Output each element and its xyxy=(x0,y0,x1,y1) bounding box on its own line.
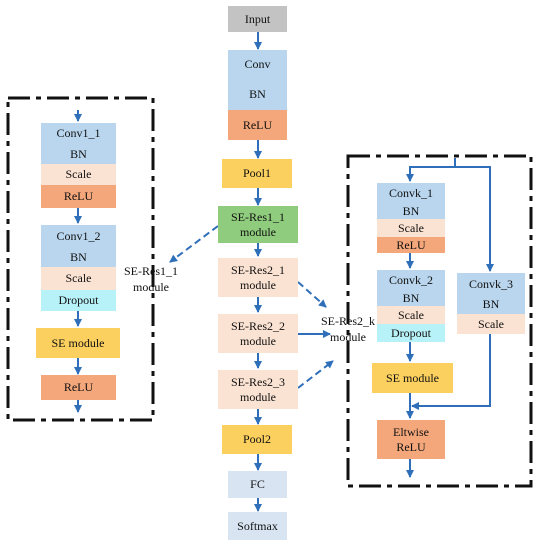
left-relu-out-node: ReLU xyxy=(41,375,116,400)
right-bn3-node: BN xyxy=(457,295,525,314)
softmax-node: Softmax xyxy=(228,512,287,540)
callout-res11-to-left xyxy=(169,225,219,263)
callout-res23-to-right xyxy=(297,360,334,389)
left-caption-line2: module xyxy=(133,280,169,295)
se-res1-1-name: SE-Res1_1 xyxy=(231,210,285,225)
conv-bn-node: BN xyxy=(228,79,287,110)
right-bn1-node: BN xyxy=(377,203,445,219)
left-module-frame xyxy=(6,96,155,422)
right-eltwise-label: Eltwise xyxy=(393,425,429,440)
left-module-caption: SE-Res1_1 module xyxy=(115,263,187,295)
right-scale2-node: Scale xyxy=(377,306,445,324)
right-convk2-node: Convk_2 xyxy=(377,270,445,290)
conv-node: Conv xyxy=(228,50,287,79)
right-caption-line1: SE-Res2_k xyxy=(321,314,375,328)
se-res2-3-node: SE-Res2_3 module xyxy=(218,370,298,409)
left-relu1-node: ReLU xyxy=(41,185,116,208)
right-scale3-node: Scale xyxy=(457,314,525,334)
left-scale1-node: Scale xyxy=(41,164,116,185)
left-conv1-1-node: Conv1_1 xyxy=(41,123,116,144)
se-res2-1-node: SE-Res2_1 module xyxy=(218,258,298,297)
right-module-caption: SE-Res2_k module xyxy=(307,313,389,345)
right-dropout-node: Dropout xyxy=(377,324,445,342)
left-bn1-node: BN xyxy=(41,144,116,164)
se-res2-2-name: SE-Res2_2 xyxy=(231,319,285,334)
right-scale1-node: Scale xyxy=(377,219,445,237)
left-se-module-node: SE module xyxy=(36,328,120,358)
left-conv1-2-node: Conv1_2 xyxy=(41,225,116,247)
right-shortcut-branch xyxy=(411,334,491,410)
pool2-node: Pool2 xyxy=(222,425,292,454)
right-bn2-node: BN xyxy=(377,290,445,306)
right-module-frame xyxy=(346,154,533,488)
right-caption-line2: module xyxy=(330,330,366,345)
left-caption-line1: SE-Res1_1 xyxy=(124,264,178,278)
right-convk3-node: Convk_3 xyxy=(457,273,525,295)
fc-node: FC xyxy=(228,471,287,498)
se-res2-3-name: SE-Res2_3 xyxy=(231,375,285,390)
right-eltwise-node: Eltwise ReLU xyxy=(377,420,445,459)
right-se-module-node: SE module xyxy=(372,363,453,393)
callout-res21-to-right xyxy=(297,281,327,308)
se-res1-1-node: SE-Res1_1 module xyxy=(218,206,298,243)
se-res2-1-name: SE-Res2_1 xyxy=(231,263,285,278)
se-res2-2-node: SE-Res2_2 module xyxy=(218,314,298,353)
right-convk1-node: Convk_1 xyxy=(377,183,445,203)
left-scale2-node: Scale xyxy=(41,267,116,290)
conv-relu-node: ReLU xyxy=(228,110,287,140)
right-relu1-node: ReLU xyxy=(377,237,445,253)
right-eltwise-relu-label: ReLU xyxy=(396,439,426,454)
se-res2-1-suffix: module xyxy=(240,277,276,292)
pool1-node: Pool1 xyxy=(222,159,292,188)
se-res1-1-suffix: module xyxy=(240,224,276,239)
left-bn2-node: BN xyxy=(41,247,116,267)
input-node: Input xyxy=(228,6,287,32)
se-res2-3-suffix: module xyxy=(240,389,276,404)
left-dropout-node: Dropout xyxy=(41,290,116,311)
se-res2-2-suffix: module xyxy=(240,333,276,348)
